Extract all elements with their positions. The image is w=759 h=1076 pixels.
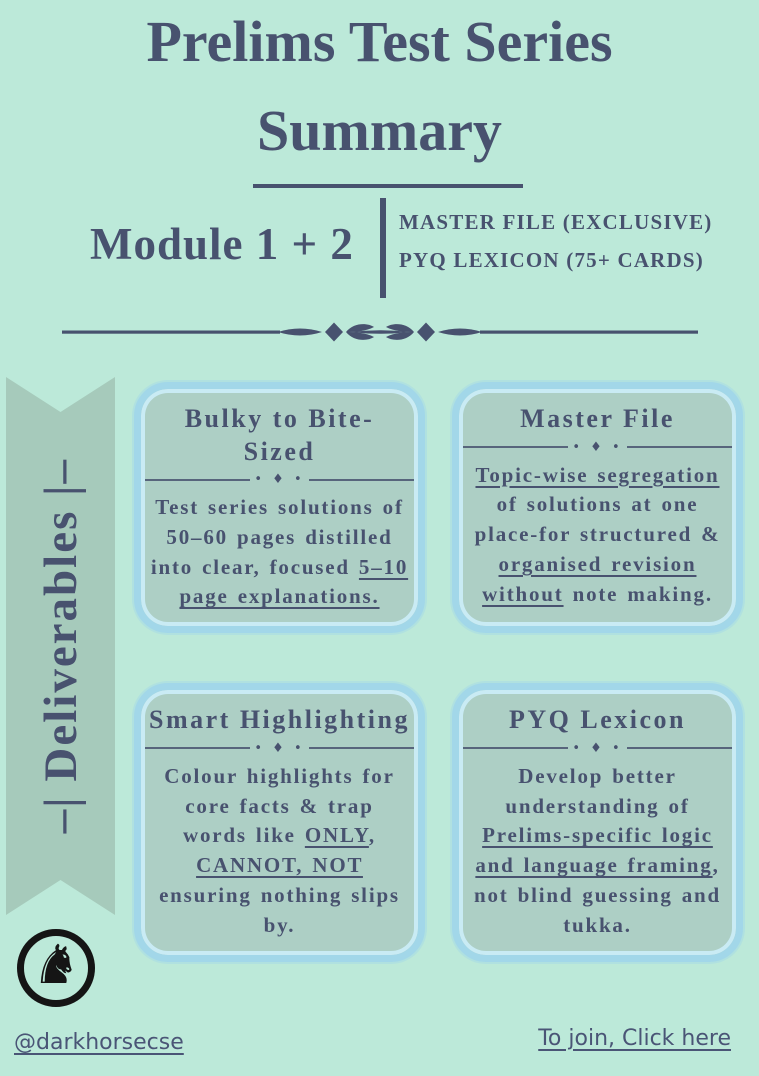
title-underline bbox=[253, 184, 523, 188]
instagram-handle-link[interactable]: @darkhorsecse bbox=[14, 1030, 184, 1055]
diamond-ornament-icon: • ♦ • bbox=[254, 740, 305, 756]
join-link[interactable]: To join, Click here bbox=[538, 1026, 731, 1051]
deliverables-ribbon-label: –| Deliverables |– bbox=[34, 458, 87, 834]
card-title: Master File bbox=[520, 404, 675, 433]
deliverables-ribbon: –| Deliverables |– bbox=[6, 377, 115, 915]
module-divider-bar bbox=[380, 198, 386, 298]
card-divider: • ♦ • bbox=[145, 742, 414, 755]
card-divider: • ♦ • bbox=[463, 441, 732, 454]
diamond-ornament-icon: • ♦ • bbox=[254, 472, 305, 487]
module-feature-list: MASTER FILE (EXCLUSIVE) PYQ LEXICON (75+… bbox=[399, 210, 712, 273]
card-title: PYQ Lexicon bbox=[509, 705, 686, 735]
diamond-ornament-icon: • ♦ • bbox=[572, 740, 623, 756]
page-title-line-1: Prelims Test Series bbox=[146, 9, 613, 74]
card-divider: • ♦ • bbox=[145, 473, 414, 486]
card-divider: • ♦ • bbox=[463, 742, 732, 755]
dark-horse-logo: ♞ bbox=[17, 929, 95, 1007]
card-body: Develop better understanding of Prelims-… bbox=[474, 763, 721, 937]
ornamental-divider bbox=[62, 319, 698, 345]
card-title: Bulky to Bite-Sized bbox=[184, 404, 375, 466]
module-feature-pyq-lexicon: PYQ LEXICON (75+ CARDS) bbox=[399, 248, 704, 272]
card-body: Topic-wise segregation of solutions at o… bbox=[474, 462, 721, 606]
card-body: Colour highlights for core facts & trap … bbox=[159, 763, 400, 937]
card-title: Smart Highlighting bbox=[149, 705, 410, 735]
divider-right-half bbox=[386, 322, 698, 342]
page-title-line-2: Summary bbox=[257, 98, 502, 163]
module-label: Module 1 + 2 bbox=[90, 219, 354, 269]
card-pyq-lexicon: PYQ Lexicon • ♦ • Develop better underst… bbox=[452, 683, 743, 962]
card-bulky-to-bite-sized: Bulky to Bite-Sized • ♦ • Test series so… bbox=[134, 382, 425, 634]
diamond-ornament-icon: • ♦ • bbox=[572, 439, 623, 455]
card-body: Test series solutions of 50–60 pages dis… bbox=[150, 495, 409, 609]
deliverables-grid: Bulky to Bite-Sized • ♦ • Test series so… bbox=[134, 382, 743, 962]
divider-left-half bbox=[62, 322, 374, 342]
module-feature-master-file: MASTER FILE (EXCLUSIVE) bbox=[399, 210, 713, 234]
card-smart-highlighting: Smart Highlighting • ♦ • Colour highligh… bbox=[134, 683, 425, 962]
horse-head-icon: ♞ bbox=[31, 933, 81, 996]
card-master-file: Master File • ♦ • Topic-wise segregation… bbox=[452, 382, 743, 634]
